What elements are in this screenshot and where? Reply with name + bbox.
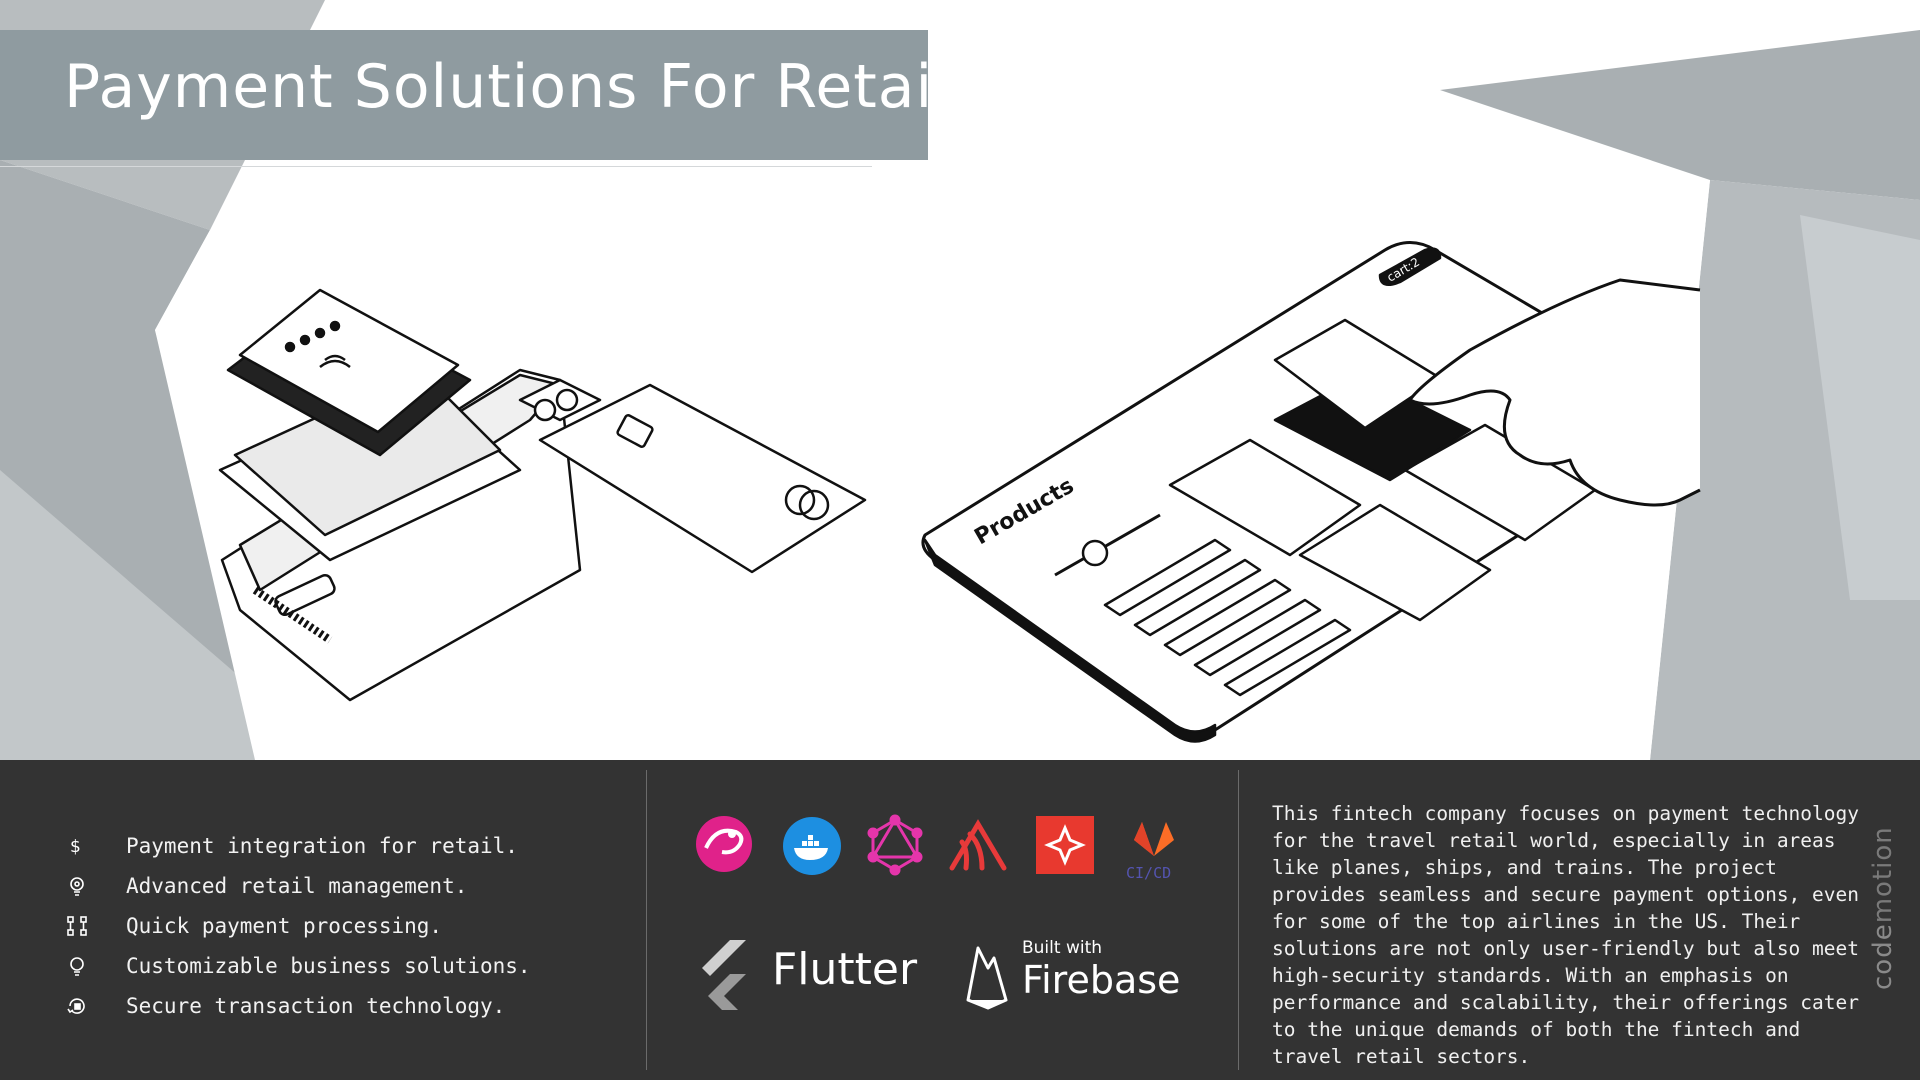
feature-item: Customizable business solutions. — [66, 946, 531, 986]
footer-panel — [0, 760, 1920, 1080]
svg-text:$: $ — [70, 837, 81, 857]
brand-part-2: motion — [1868, 826, 1898, 924]
payment-terminal-illustration — [218, 288, 867, 702]
feature-item: Advanced retail management. — [66, 866, 531, 906]
title-band — [0, 30, 928, 160]
brand-part-1: code — [1868, 923, 1898, 990]
graphql-icon — [864, 814, 926, 880]
bg-shape-right-top — [1440, 30, 1920, 200]
feature-label: Advanced retail management. — [126, 874, 468, 898]
brand-wordmark: codemotion — [1868, 826, 1898, 990]
hand — [1408, 278, 1701, 507]
dollar-icon: $ — [66, 834, 100, 858]
gear-bulb-icon — [66, 874, 100, 898]
bg-shape-left-low — [0, 470, 255, 760]
reactivex-icon — [692, 812, 756, 880]
hero-area: Payment Solutions For Retail — [0, 0, 1920, 760]
page-title: Payment Solutions For Retail — [64, 52, 951, 122]
title-divider — [0, 166, 872, 167]
lightbulb-icon — [66, 954, 100, 978]
bg-shape-right-edge — [1800, 215, 1920, 600]
sentry-icon — [946, 814, 1010, 880]
jetpack-compose-icon — [1036, 816, 1094, 878]
firebase-icon — [964, 944, 1010, 1014]
flutter-wordmark: Flutter — [772, 944, 918, 995]
flow-icon — [66, 914, 100, 938]
feature-label: Payment integration for retail. — [126, 834, 518, 858]
flutter-icon — [694, 940, 754, 1016]
feature-list: $ Payment integration for retail. Advanc… — [66, 826, 531, 1026]
project-description: This fintech company focuses on payment … — [1272, 802, 1859, 1068]
feature-item: Quick payment processing. — [66, 906, 531, 946]
feature-label: Quick payment processing. — [126, 914, 443, 938]
cicd-label: CI/CD — [1126, 864, 1171, 882]
gitlab-cicd-icon: CI/CD — [1122, 812, 1186, 886]
footer-divider-left — [646, 770, 647, 1070]
docker-icon — [782, 816, 842, 880]
secure-refresh-icon — [66, 994, 100, 1018]
tablet-illustration: Products cart:2 — [921, 241, 1701, 743]
product-card-1 — [1168, 438, 1362, 557]
feature-item: Secure transaction technology. — [66, 986, 531, 1026]
firebase-built-with: Built with — [1022, 938, 1103, 958]
footer-divider-right — [1238, 770, 1239, 1070]
feature-label: Customizable business solutions. — [126, 954, 531, 978]
product-card-2 — [1298, 503, 1492, 622]
feature-label: Secure transaction technology. — [126, 994, 506, 1018]
firebase-wordmark: Firebase — [1022, 958, 1181, 1002]
feature-item: $ Payment integration for retail. — [66, 826, 531, 866]
